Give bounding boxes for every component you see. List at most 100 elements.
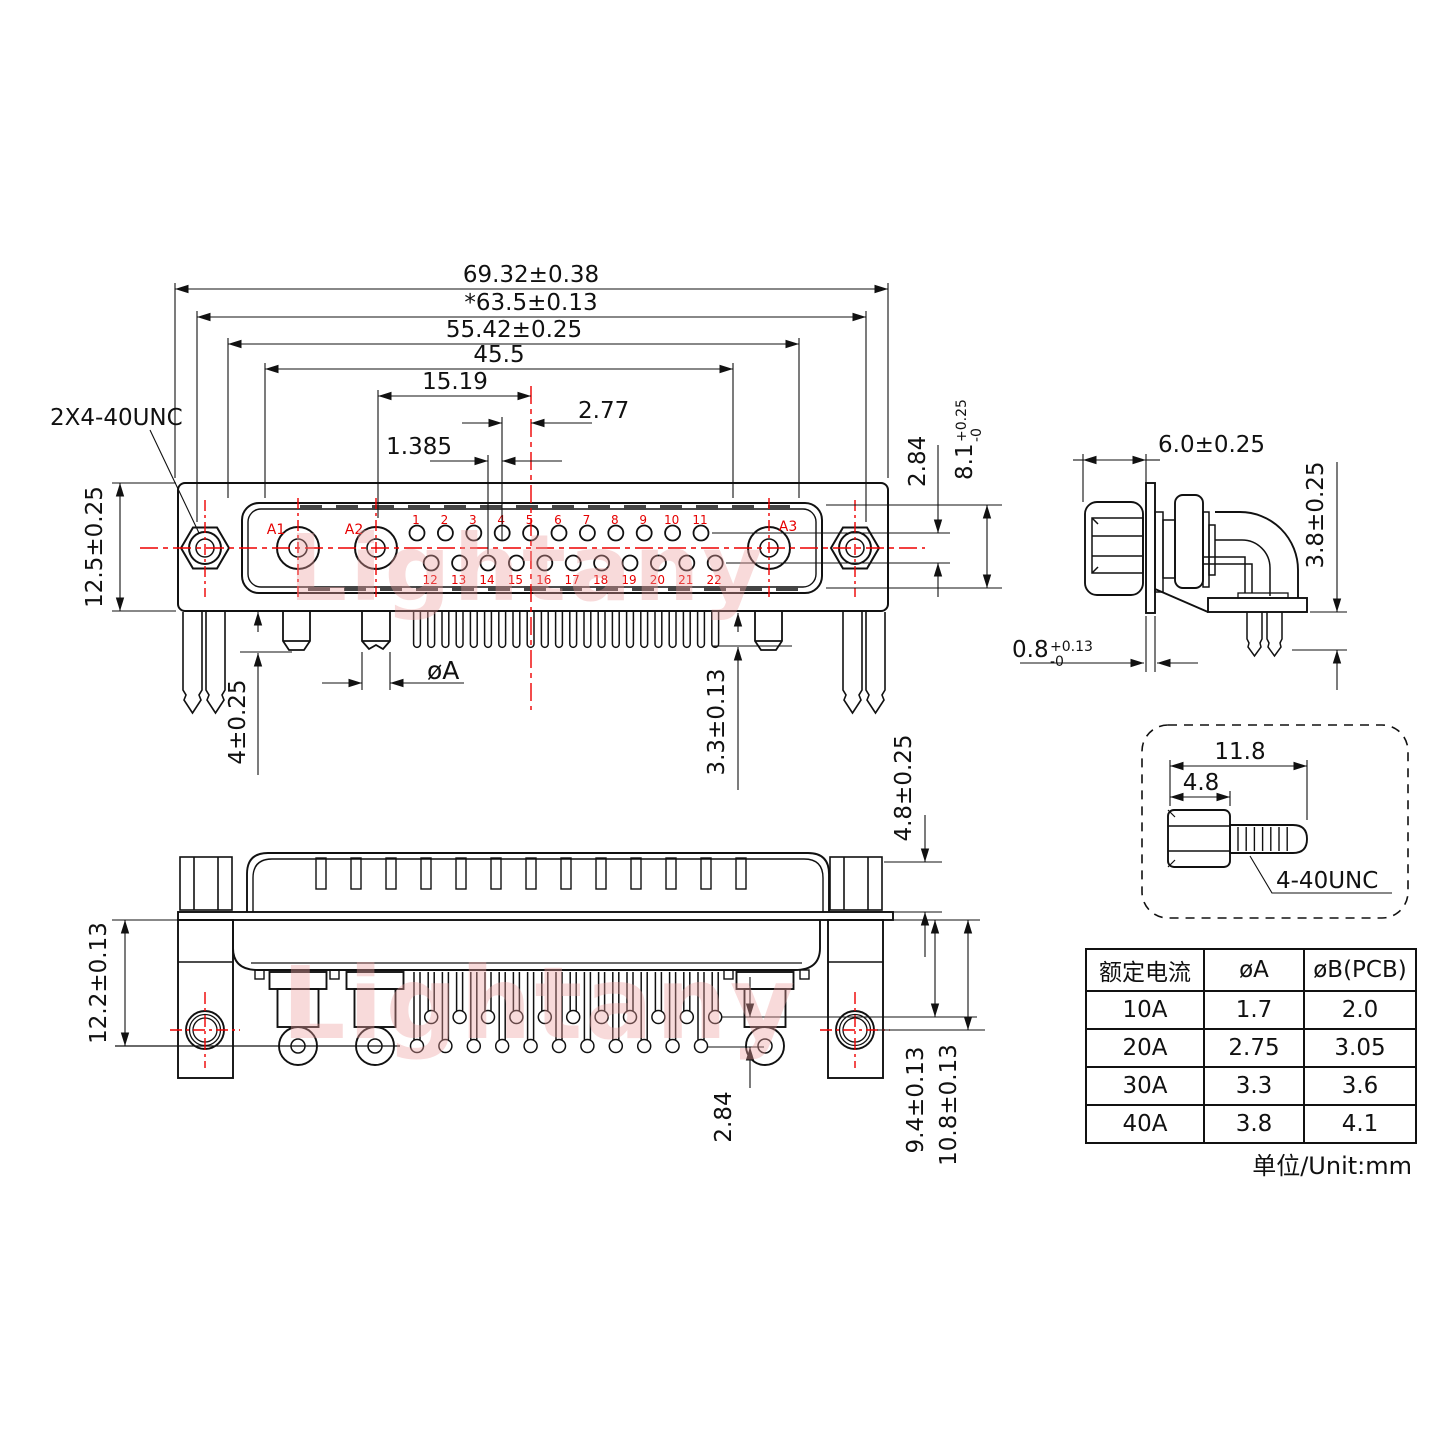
pin-ball-long [438,1038,453,1054]
shell-slot [735,857,747,890]
coax-leg-A1 [282,611,311,651]
solder-tail [654,612,663,649]
dim-height-front: 12.5±0.25 [82,482,176,612]
signal-pin-19 [621,554,639,572]
pin-ball-short [651,1009,666,1025]
dim-leg-length: 4±0.25 [225,612,292,775]
dim-bracket-height: 3.8±0.25 [1292,461,1347,690]
dim-pin-offset: 1.385 [386,434,562,554]
signal-pin-20 [650,554,667,572]
pin-ball-short [537,1009,553,1025]
solder-tail [640,612,649,649]
spec-header-dia-a: øA [1203,948,1305,992]
signal-pin-17 [564,554,582,572]
bottom-mold-tabs [254,969,810,980]
pin-number-8: 8 [611,513,619,527]
dim-pin-reach-short-label: 9.4±0.13 [903,1046,929,1153]
bottom-hex-standoff-left [179,856,233,911]
solder-tail [526,612,535,649]
shell-dash [488,586,510,591]
dim-plate-value: 0.8 [1012,637,1049,663]
dim-width-outer: 69.32±0.38 [174,262,889,478]
shell-dash [624,505,646,510]
solder-tail [441,612,450,649]
screw-body [1167,809,1308,868]
solder-tail [611,612,620,649]
signal-pin-8 [607,524,625,542]
dim-a3-leg-label: 3.3±0.13 [704,668,730,775]
pin-number-21: 21 [678,573,693,587]
dim-standoff: 6.0±0.25 [1073,432,1265,502]
solder-tail [583,612,592,649]
shell-slot [490,857,502,890]
coax-label-A3: A3 [779,519,797,535]
pin-number-6: 6 [554,513,562,527]
shell-slot [385,857,397,890]
shell-dash [308,586,330,591]
pin-number-1: 1 [412,513,420,527]
shell-dash [408,505,430,510]
shell-slot [595,857,607,890]
signal-pin-21 [678,554,696,572]
cell-b-40a: 4.1 [1303,1104,1417,1144]
bent-pin-long [526,972,535,1040]
bottom-coax-leg-A3 [735,971,795,1066]
bent-pin-short [626,972,634,1011]
dim-row-gap-front: 2.84 [712,436,950,597]
dim-plate-tolminus: -0 [1050,654,1064,670]
shell-dash [768,505,790,510]
cell-b-30a: 3.6 [1303,1066,1417,1106]
pin-number-15: 15 [508,573,523,587]
pin-ball-short [679,1009,695,1025]
solder-tail [512,612,521,649]
front-thread-callout: 2X4-40UNC [50,405,200,534]
front-centerlines [140,386,925,710]
signal-pin-7 [579,524,596,542]
pin-number-2: 2 [441,513,449,527]
pin-ball-long [523,1038,538,1054]
cell-a-20a: 2.75 [1203,1028,1305,1068]
table-row: 40A 3.8 4.1 [1085,1104,1417,1144]
dim-leg-height-label: 12.2±0.13 [86,922,112,1044]
dim-pin-pitch: 2.77 [462,398,629,540]
solder-tail [483,612,493,649]
bottom-centerlines [170,992,890,1068]
solder-tail [469,612,478,649]
pin-number-14: 14 [479,573,494,587]
dim-height-front-label: 12.5±0.25 [82,486,108,608]
shell-slot [665,857,677,890]
dim-pin-reach-long: 10.8±0.13 [877,920,985,1166]
shell-dash [516,505,538,510]
pin-ball-long [466,1038,482,1054]
cell-a-10a: 1.7 [1203,990,1305,1030]
cell-current-10a: 10A [1085,990,1205,1030]
front-thread-label: 2X4-40UNC [50,405,183,431]
dim-width-inner-label: 45.5 [473,342,524,368]
pin-ball-short [622,1009,638,1025]
signal-pin-15 [508,554,525,572]
pin-ball-short [480,1009,496,1025]
shell-dash [740,586,762,591]
bent-pin-short [455,972,464,1011]
side-hood [1084,501,1144,596]
shell-dash [552,505,574,510]
dim-coax-to-center-label: 15.19 [422,369,488,395]
spec-table: 额定电流 øA øB(PCB) 10A 1.7 2.0 20A 2.75 3.0… [1085,948,1417,1144]
shell-slot [630,857,642,890]
signal-pin-22 [706,554,724,572]
signal-pin-1 [408,524,426,542]
side-dimensions: 6.0±0.25 3.8±0.25 0.8 +0.13 -0 [1012,432,1347,690]
dim-pin-offset-label: 1.385 [386,434,452,460]
pin-number-19: 19 [621,573,636,587]
bent-pin-long [640,972,648,1040]
pin-number-22: 22 [707,573,722,587]
dim-shell-depth-value: 8.1 [952,443,978,480]
side-bracket [1154,511,1308,613]
bent-pin-short [484,972,492,1011]
spec-table-header-row: 额定电流 øA øB(PCB) [1085,948,1417,992]
pin-ball-short [565,1009,581,1025]
screw-thread-label: 4-40UNC [1276,868,1378,894]
signal-pin-6 [550,524,568,542]
solder-tail [554,612,564,649]
